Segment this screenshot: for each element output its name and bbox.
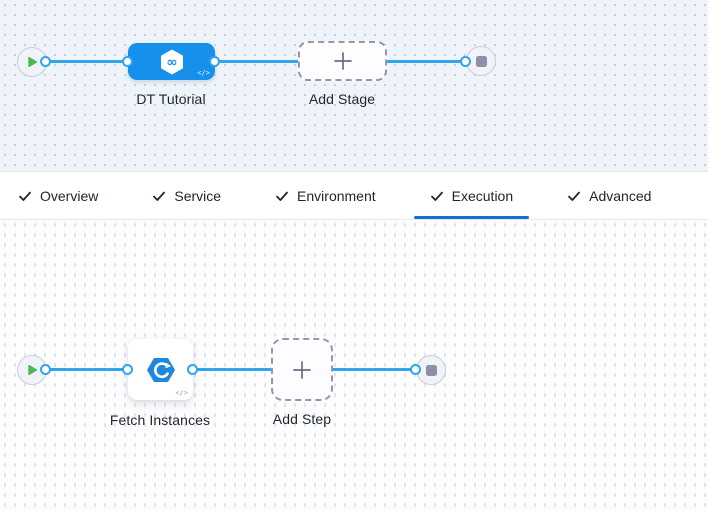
edge-line xyxy=(45,368,130,371)
active-tab-underline xyxy=(413,216,530,219)
plus-icon xyxy=(292,360,312,380)
check-icon xyxy=(430,189,444,203)
svg-text:∞: ∞ xyxy=(166,54,177,70)
tab-label: Overview xyxy=(40,187,99,204)
edge-line xyxy=(332,368,416,371)
stage-config-tabs: Overview Service Environment Execution A… xyxy=(0,172,708,220)
tab-environment[interactable]: Environment xyxy=(259,172,392,219)
check-icon xyxy=(18,189,32,203)
add-stage-button[interactable] xyxy=(298,41,387,81)
execution-graph-canvas: </> Fetch Instances Add Step xyxy=(0,220,708,510)
add-stage-label: Add Stage xyxy=(308,91,376,107)
edge-line xyxy=(45,60,130,63)
execution-start-node xyxy=(17,355,47,385)
pipeline-end-node xyxy=(466,46,496,76)
connector-port[interactable] xyxy=(410,364,421,375)
connector-port[interactable] xyxy=(40,364,51,375)
stop-icon xyxy=(475,55,487,67)
fetch-instances-icon xyxy=(145,354,177,386)
play-icon xyxy=(26,364,38,376)
tab-advanced[interactable]: Advanced xyxy=(551,172,667,219)
stop-icon xyxy=(425,364,437,376)
tab-label: Advanced xyxy=(589,187,652,204)
connector-port[interactable] xyxy=(187,364,198,375)
connector-port[interactable] xyxy=(40,56,51,67)
edge-line xyxy=(191,368,272,371)
add-step-button[interactable] xyxy=(271,338,333,401)
check-icon xyxy=(275,189,289,203)
connector-port[interactable] xyxy=(122,364,133,375)
tab-label: Execution xyxy=(451,187,514,204)
tab-label: Service xyxy=(174,187,222,204)
connector-port[interactable] xyxy=(122,56,133,67)
play-icon xyxy=(26,56,38,68)
plus-icon xyxy=(333,51,353,71)
step-node-fetch-instances[interactable]: </> xyxy=(128,339,193,400)
step-node-label: Fetch Instances xyxy=(109,412,211,428)
add-step-label: Add Step xyxy=(272,411,332,427)
connector-port[interactable] xyxy=(460,56,471,67)
tab-overview[interactable]: Overview xyxy=(2,172,114,219)
cd-hexagon-icon: ∞ xyxy=(158,48,186,76)
edge-line xyxy=(213,60,300,63)
check-icon xyxy=(567,189,581,203)
tab-label: Environment xyxy=(297,187,376,204)
code-view-icon[interactable]: </> xyxy=(175,389,188,397)
stage-node-dt-tutorial[interactable]: ∞ </> xyxy=(128,43,215,80)
code-view-icon[interactable]: </> xyxy=(197,69,210,77)
check-icon xyxy=(152,189,166,203)
tab-service[interactable]: Service xyxy=(136,172,237,219)
stage-node-label: DT Tutorial xyxy=(136,91,206,107)
stage-graph-canvas: ∞ </> DT Tutorial Add Stage xyxy=(0,0,708,172)
edge-line xyxy=(386,60,466,63)
tab-execution[interactable]: Execution xyxy=(413,172,530,219)
connector-port[interactable] xyxy=(209,56,220,67)
